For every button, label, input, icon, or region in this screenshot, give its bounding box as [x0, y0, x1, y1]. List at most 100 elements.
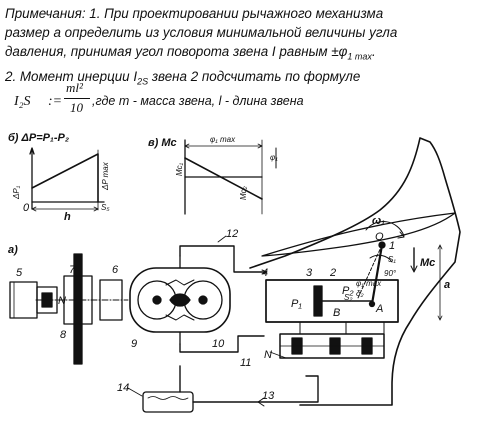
part-14: 14: [117, 382, 129, 394]
coupling-6b: [99, 279, 123, 321]
diagram-v-span-label: φ₁ max: [210, 135, 236, 144]
formula-numerator: ml²: [66, 80, 83, 95]
note-text-3-sub: 1 max: [347, 51, 372, 62]
wing-airfoil: [261, 212, 456, 257]
label-N-valve: N: [264, 349, 272, 361]
lever-extreme: [357, 244, 383, 299]
tank-fluid: [147, 396, 189, 400]
label-a: a: [444, 279, 450, 291]
diagram-b-origin: 0: [23, 202, 30, 214]
label-phi-max: φ₁ max: [356, 279, 382, 288]
label-B: B: [333, 307, 340, 319]
wing-outline: [249, 137, 461, 406]
scheme-a: а) 5 7 8 N 6: [8, 137, 461, 413]
scheme-label-a: а): [8, 244, 18, 256]
label-O: O: [375, 231, 384, 243]
note-text-4-end: звена 2 подсчитать по формуле: [148, 68, 361, 84]
note-line-3: давления, принимая угол поворота звена I…: [5, 42, 475, 67]
part-1: 1: [389, 240, 395, 252]
formula-fraction-bar: [64, 98, 90, 99]
note-text-2: размер a определить из условия минимальн…: [5, 25, 398, 40]
diagram-v-phi-label: φ₁: [270, 153, 278, 162]
tank-14: [142, 391, 194, 413]
label-P1: P₁: [291, 298, 302, 310]
diagram-b-h-label: h: [64, 211, 71, 223]
dim-a-arrows: [437, 244, 443, 321]
part-12: 12: [226, 228, 238, 240]
valve-ports: [299, 321, 385, 335]
part-9: 9: [131, 338, 137, 350]
pipe-11: [179, 335, 265, 353]
label-S1: S₁: [388, 255, 396, 264]
note-text-4-sub: 2S: [137, 76, 149, 87]
part-11: 11: [240, 357, 251, 369]
diagram-b: б) ΔP=P₁-P₂ ΔP₁ ΔP max 0 h S₅: [8, 132, 110, 223]
notes-block: Примечания: 1. При проектировании рычажн…: [5, 4, 475, 91]
part-6: 6: [112, 264, 119, 276]
diagram-b-h-arrows: [31, 206, 99, 212]
note-text-1: Примечания: 1. При проектировании рычажн…: [5, 6, 384, 21]
omega-arc: [365, 221, 405, 237]
diagram-b-y-label: ΔP₁: [12, 185, 21, 200]
diagram-b-title: б) ΔP=P₁-P₂: [8, 132, 69, 144]
moment-arrowhead: [410, 265, 418, 273]
note-line-4: 2. Момент инерции I2S звена 2 подсчитать…: [5, 67, 475, 92]
part-10: 10: [212, 338, 225, 350]
formula-eq: :=: [48, 94, 63, 109]
tank-14-leader: [127, 387, 143, 397]
label-S2: S₂: [344, 293, 352, 302]
formula-lhs: I₂S: [14, 94, 31, 109]
joint-A: [368, 300, 376, 308]
formula-denominator: 10: [70, 100, 83, 115]
note-line-2: размер a определить из условия минимальн…: [5, 23, 475, 42]
angle-arc: [369, 254, 393, 263]
diagram-v-curve: [184, 157, 263, 200]
pipe-12-leader: [217, 235, 227, 243]
pump-mesh-zone: [169, 293, 191, 307]
pump-gear-10-hub: [198, 295, 208, 305]
note-text-4: 2. Момент инерции I: [5, 68, 138, 84]
label-Mc: Mс: [420, 257, 435, 269]
piston-3: [313, 285, 323, 317]
label-90: 90°: [384, 269, 397, 278]
label-A: A: [375, 303, 383, 315]
pump-gear-9-hub: [152, 295, 162, 305]
label-delta: δ₂: [356, 289, 364, 298]
cylinder-4: [265, 279, 399, 323]
diagram-b-y-right-label: ΔP max: [101, 161, 110, 191]
diagram-b-curve: [31, 153, 99, 203]
pump-teeth: [165, 279, 195, 321]
label-N-motor: N: [58, 295, 66, 307]
pipe-13: [192, 375, 319, 403]
pipe-12: [179, 245, 267, 273]
pipe-12-arrow: [261, 269, 268, 275]
inertia-formula: I₂S := ml² 10 ,где m - масса звена, l - …: [14, 80, 314, 120]
part-7: 7: [69, 264, 76, 276]
diagram-v: в) Mс φ₁ max Mс₁ Mс₂ φ₁: [148, 135, 278, 215]
flywheel-8: [73, 253, 83, 365]
note-line-1: Примечания: 1. При проектировании рычажн…: [5, 4, 475, 23]
part-5: 5: [16, 267, 23, 279]
pipe-13-arrow: [257, 397, 265, 407]
valve-N-leader: [269, 351, 287, 359]
lever-1: [370, 243, 384, 306]
omega-arrow: [397, 231, 405, 239]
note-text-3: давления, принимая угол поворота звена I…: [5, 44, 348, 59]
part-3: 3: [306, 267, 313, 279]
gear-7: [63, 275, 93, 325]
diagram-v-mc1-label: Mс₁: [175, 162, 184, 176]
label-P2: P₂: [342, 285, 354, 297]
formula-explanation: ,где m - масса звена, l - длина звена: [92, 94, 304, 108]
label-omega: ω₁: [372, 215, 385, 227]
diagram-b-s5-label: S₅: [101, 203, 110, 212]
diagram-v-mc2-label: Mс₂: [239, 186, 248, 200]
diagram-v-title: в) Mс: [148, 137, 177, 149]
diagram-v-span-arrows: [184, 143, 263, 149]
part-2: 2: [329, 267, 336, 279]
part-13: 13: [262, 390, 275, 402]
part-4: 4: [262, 267, 268, 279]
note-text-3-end: .: [371, 44, 376, 59]
part-8: 8: [60, 329, 67, 341]
